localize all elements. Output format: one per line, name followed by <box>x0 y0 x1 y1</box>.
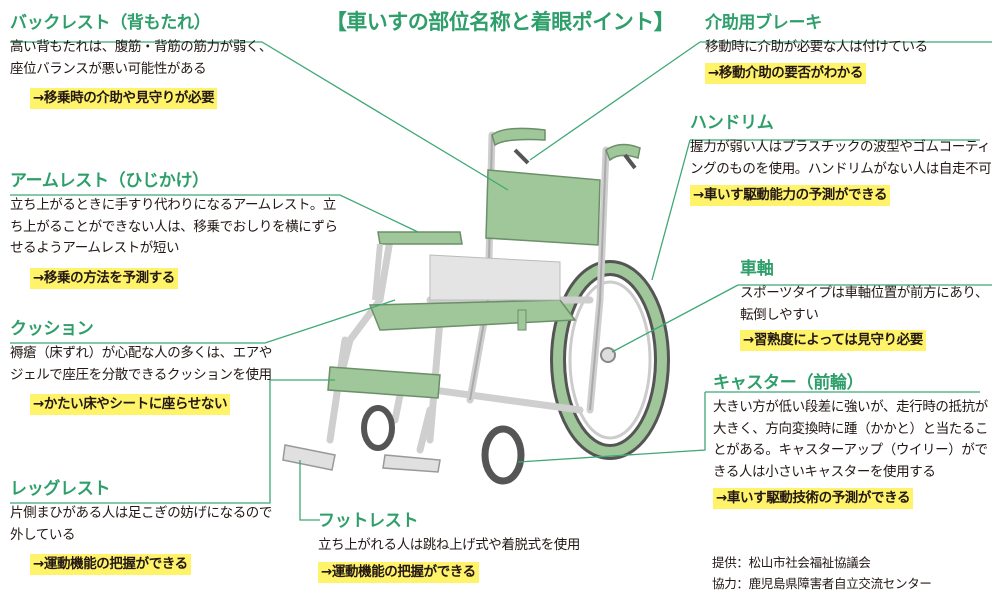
page-title: 【車いすの部位名称と着眼ポイント】 <box>325 10 675 34</box>
credit-provided: 提供：松山市社会福祉協議会 <box>712 555 871 570</box>
handrim-point: →車いす駆動能力の予測ができる <box>690 185 891 206</box>
section-legrest: レッグレスト 片側まひがある人は足こぎの妨げになるので外している →運動機能の把… <box>10 478 285 575</box>
backrest-shape <box>485 169 601 246</box>
footrest-right <box>382 454 441 473</box>
handrim-body: 握力が弱い人はプラスチックの波型やゴムコーティングのものを使用。ハンドリムがない… <box>690 139 992 177</box>
legrest-heading: レッグレスト <box>10 479 111 499</box>
handle-left <box>491 127 546 147</box>
handrim-heading: ハンドリム <box>690 113 774 133</box>
caster-point: →車いす駆動技術の予測ができる <box>713 488 914 509</box>
backrest-point: →移乗時の介助や見守りが必要 <box>30 88 218 109</box>
section-footrest: フットレスト 立ち上がれる人は跳ね上げ式や着脱式を使用 →運動機能の把握ができる <box>318 510 658 583</box>
brake-lever <box>513 148 530 165</box>
backrest-body: 高い背もたれは、腹筋・背筋の筋力が弱く、座位バランスが悪い可能性がある <box>10 39 272 77</box>
section-armrest: アームレスト（ひじかけ） 立ち上がるときに手すり代わりになるアームレスト。立ち上… <box>10 170 340 289</box>
brake-point: →移動介助の要否がわかる <box>705 62 867 84</box>
credit-cooperation: 協力：鹿児島県障害者自立交流センター <box>712 576 932 591</box>
section-axle: 車軸 スポーツタイプは車軸位置が前方にあり、転倒しやすい →習熟度によっては見守… <box>740 258 995 351</box>
brake-body: 移動時に介助が必要な人は付けている <box>705 39 928 55</box>
brake-heading: 介助用ブレーキ <box>705 13 822 33</box>
seat-cushion <box>368 299 577 331</box>
footrest-body: 立ち上がれる人は跳ね上げ式や着脱式を使用 <box>318 537 580 553</box>
footrest-point: →運動機能の把握ができる <box>318 561 479 583</box>
section-backrest: バックレスト（背もたれ） 高い背もたれは、腹筋・背筋の筋力が弱く、座位バランスが… <box>10 12 275 109</box>
axle-hub <box>600 347 616 363</box>
armrest-point: →移乗の方法を予測する <box>30 267 178 289</box>
cushion-body: 褥瘡（床ずれ）が心配な人の多くは、エアやジェルで座圧を分散できるクッションを使用 <box>10 345 272 383</box>
cushion-heading: クッション <box>10 319 94 339</box>
caster-body: 大きい方が低い段差に強いが、走行時の抵抗が大きく、方向変換時に踵（かかと）と当た… <box>713 399 989 480</box>
caster-wheels <box>361 405 525 485</box>
section-handrim: ハンドリム 握力が弱い人はプラスチックの波型やゴムコーティングのものを使用。ハン… <box>690 112 992 206</box>
armrest-shape <box>377 231 463 245</box>
section-caster: キャスター（前輪） 大きい方が低い段差に強いが、走行時の抵抗が大きく、方向変換時… <box>713 372 995 509</box>
legrest-body: 片側まひがある人は足こぎの妨げになるので外している <box>10 505 272 543</box>
axle-heading: 車軸 <box>740 259 774 279</box>
axle-point: →習熟度によっては見守り必要 <box>740 330 926 351</box>
footrest-heading: フットレスト <box>318 511 419 531</box>
armrest-body: 立ち上がるときに手すり代わりになるアームレスト。立ち上がることができない人は、移… <box>10 197 338 256</box>
cushion-point: →かたい床やシートに座らせない <box>30 394 231 415</box>
footrest-left <box>282 444 336 471</box>
credits: 提供：松山市社会福祉協議会 協力：鹿児島県障害者自立交流センター <box>712 552 932 594</box>
section-cushion: クッション 褥瘡（床ずれ）が心配な人の多くは、エアやジェルで座圧を分散できるクッ… <box>10 318 275 415</box>
backrest-heading: バックレスト（背もたれ） <box>10 13 211 33</box>
legrest-shape <box>327 366 441 399</box>
legrest-point: →運動機能の把握ができる <box>30 554 191 575</box>
axle-body: スポーツタイプは車軸位置が前方にあり、転倒しやすい <box>740 285 989 323</box>
section-brake: 介助用ブレーキ 移動時に介助が必要な人は付けている →移動介助の要否がわかる <box>705 12 995 84</box>
handle-right <box>605 143 641 162</box>
caster-heading: キャスター（前輪） <box>713 373 864 393</box>
armrest-heading: アームレスト（ひじかけ） <box>10 171 209 191</box>
rear-wheel <box>550 260 670 460</box>
leader-lines <box>10 41 992 521</box>
